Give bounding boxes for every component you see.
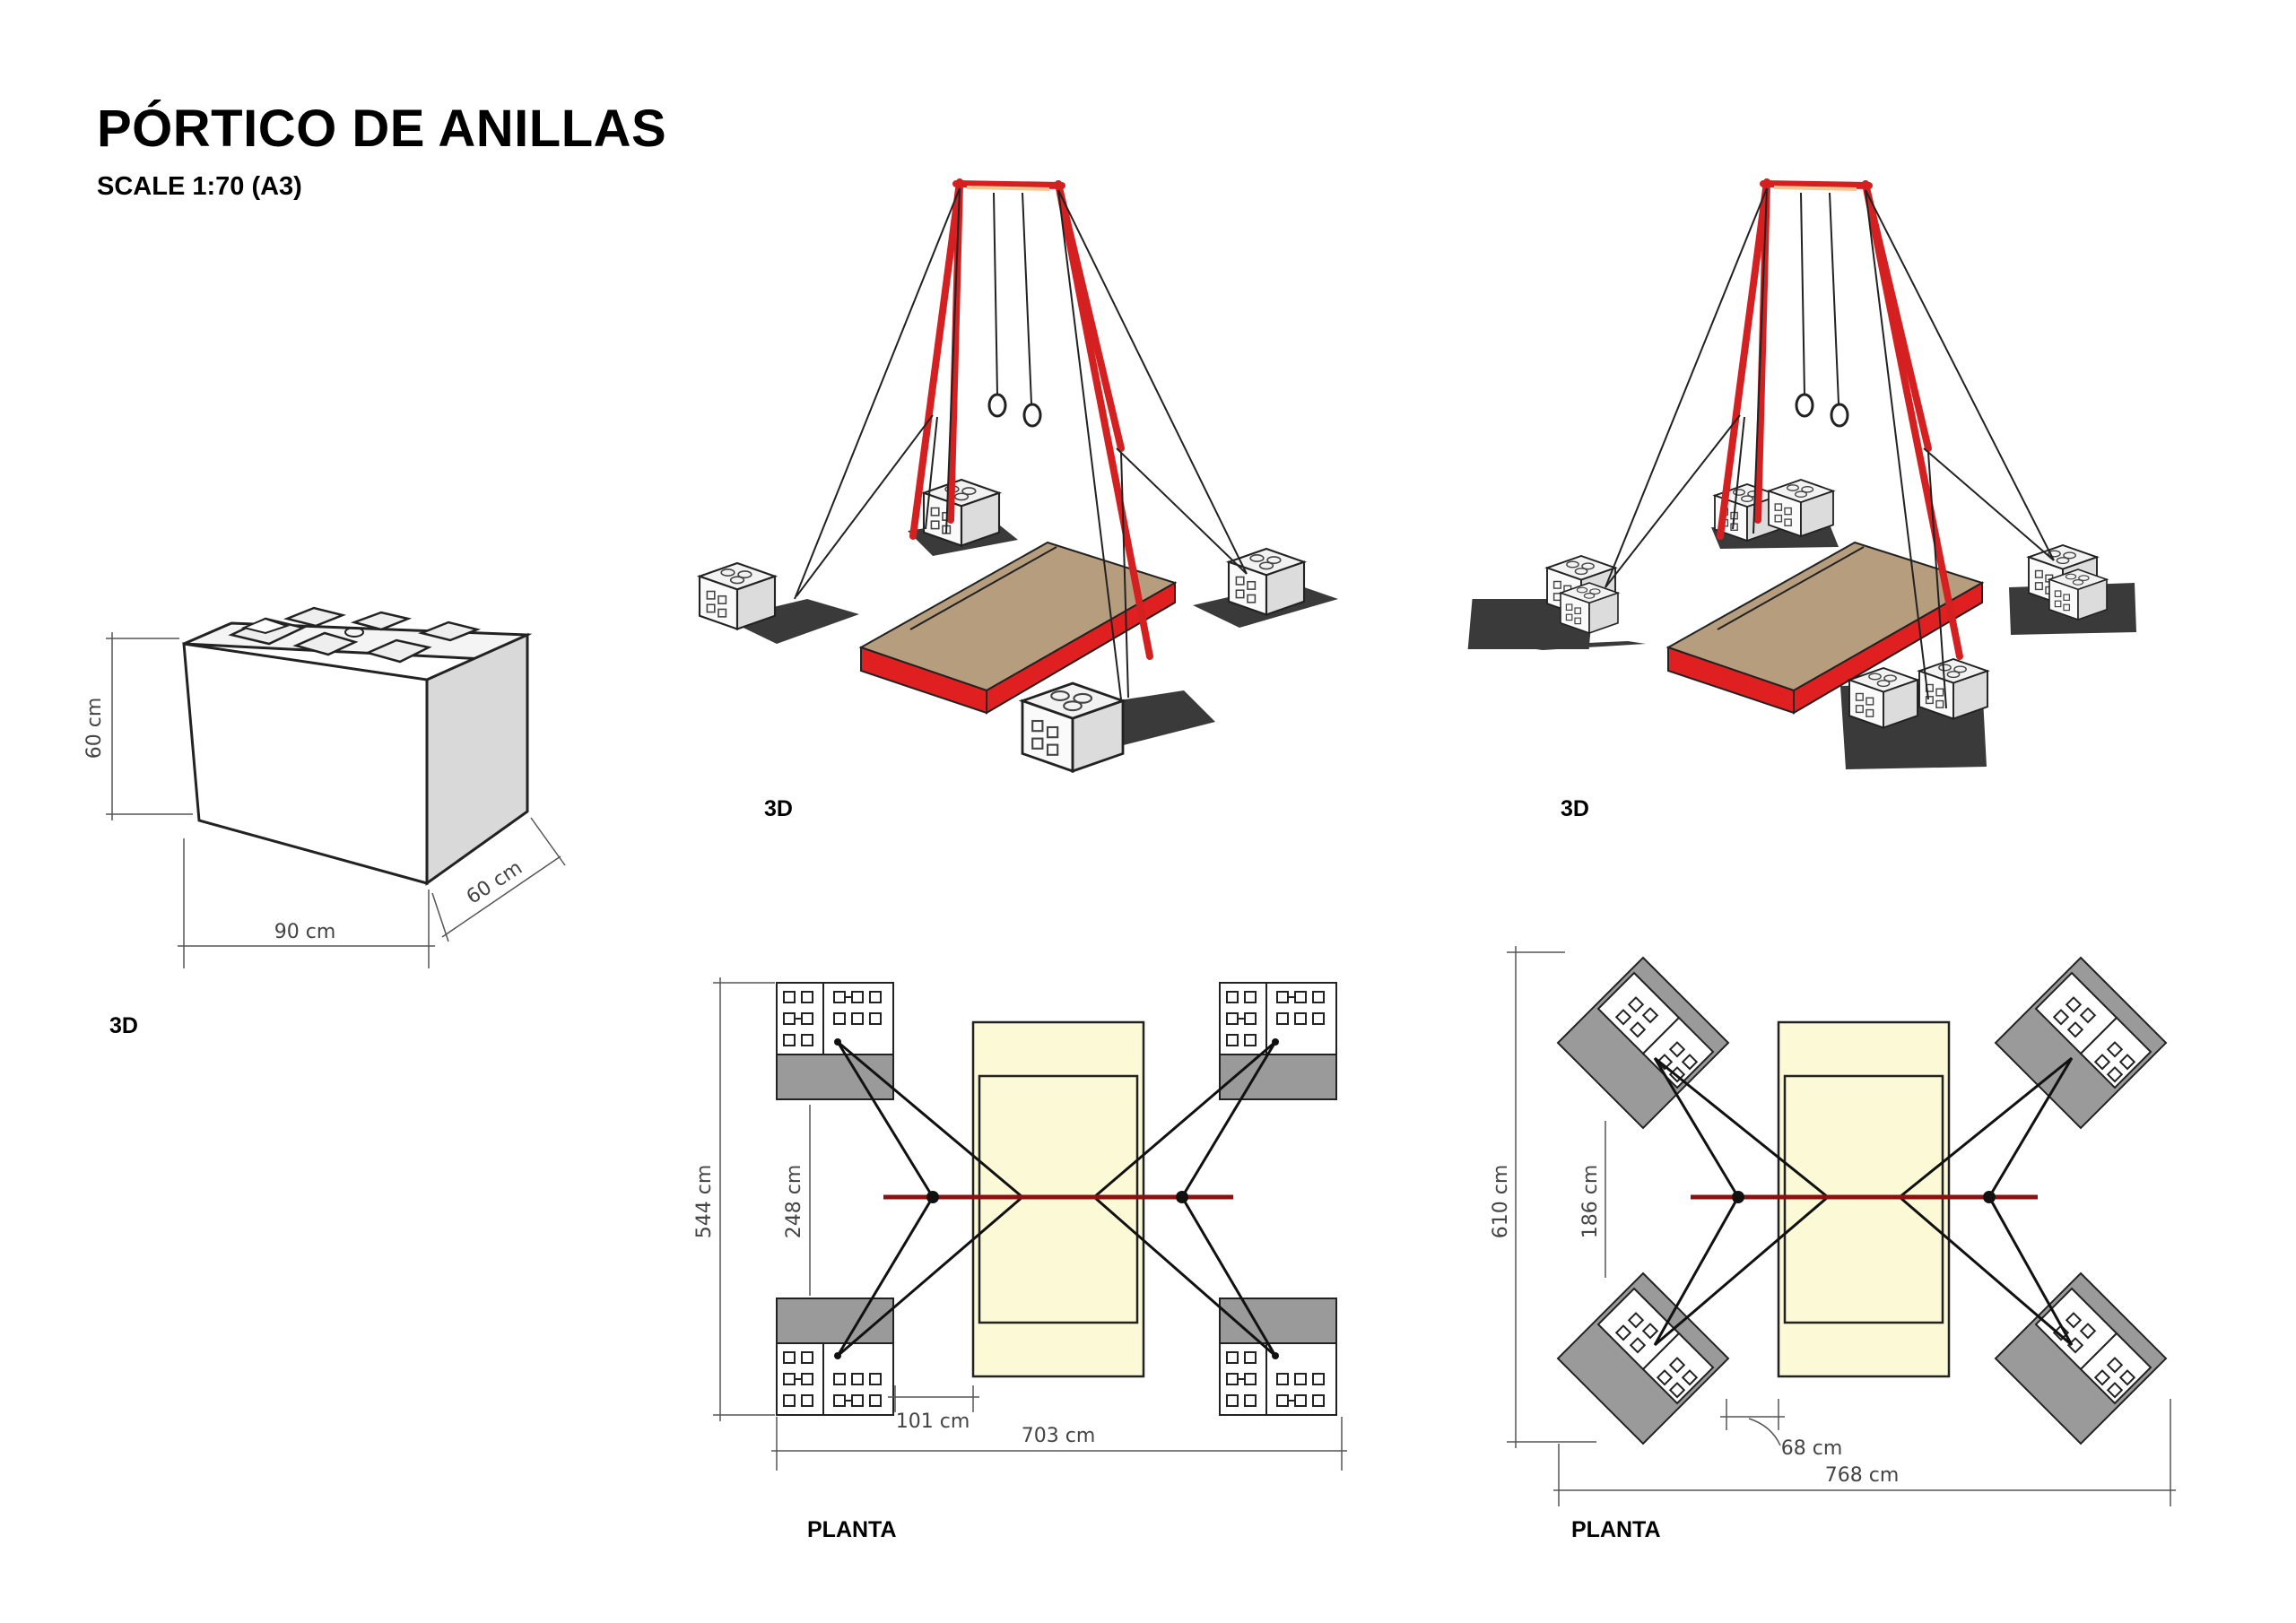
- page-title: PÓRTICO DE ANILLAS: [97, 100, 667, 158]
- plan-b: [1557, 957, 2167, 1445]
- plan-a-dimension-lines: [713, 977, 1347, 1471]
- view-3d-b-label: 3D: [1561, 796, 1589, 821]
- scale-note: SCALE 1:70 (A3): [97, 172, 302, 201]
- view-3d-a-label: 3D: [764, 796, 793, 821]
- plan-a-total-width-dim: 703 cm: [1022, 1425, 1096, 1447]
- plan-a-label: PLANTA: [807, 1517, 897, 1542]
- plan-b-dimension-lines: [1507, 946, 2176, 1506]
- concrete-block-3d: [182, 606, 533, 886]
- gantry-3d-a: [698, 178, 1338, 773]
- gantry-3d-b: [1467, 178, 2136, 769]
- plan-b-total-height-dim: 610 cm: [1490, 1165, 1512, 1239]
- block-view-label: 3D: [109, 1013, 138, 1038]
- plan-a-gap-dim: 101 cm: [896, 1410, 970, 1433]
- block-height-dim: 60 cm: [83, 698, 106, 759]
- plan-a-total-height-dim: 544 cm: [693, 1165, 716, 1239]
- plan-b-inner-height-dim: 186 cm: [1579, 1165, 1602, 1239]
- plan-a: [776, 982, 1337, 1416]
- plan-b-label: PLANTA: [1571, 1517, 1661, 1542]
- plan-b-total-width-dim: 768 cm: [1825, 1464, 1900, 1487]
- plan-a-inner-height-dim: 248 cm: [783, 1165, 805, 1239]
- block-dimension-lines: [106, 632, 566, 968]
- block-width-dim: 90 cm: [274, 921, 336, 943]
- plan-b-gap-dim: 68 cm: [1781, 1437, 1843, 1460]
